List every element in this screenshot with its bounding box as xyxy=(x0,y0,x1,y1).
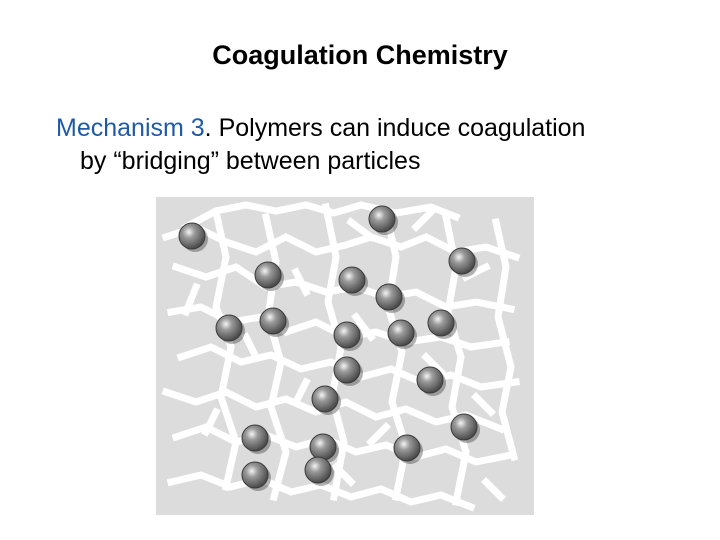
particle xyxy=(241,424,269,452)
body-line-1: Polymers can induce coagulation xyxy=(211,114,586,142)
polymer-bridging-figure xyxy=(156,197,534,515)
particle xyxy=(416,366,444,394)
mechanism-label: Mechanism 3 xyxy=(56,114,205,142)
particle xyxy=(368,205,396,233)
body-line-2: by “bridging” between particles xyxy=(80,147,421,175)
polymer-strand xyxy=(491,217,519,462)
particle xyxy=(450,413,478,441)
polymer-strand xyxy=(261,212,290,502)
particle xyxy=(338,266,366,294)
polymer-strand xyxy=(181,207,491,317)
particle xyxy=(304,456,332,484)
particle xyxy=(375,283,403,311)
polymer-strand xyxy=(241,312,446,407)
particle xyxy=(393,434,421,462)
polymer-strand xyxy=(211,207,240,492)
particle xyxy=(178,222,206,250)
polymer-bridging-diagram xyxy=(161,201,521,512)
mechanism-punct: . xyxy=(204,114,212,142)
particle xyxy=(333,321,361,349)
particle xyxy=(254,261,282,289)
particle xyxy=(333,356,361,384)
particle xyxy=(387,319,415,347)
particles xyxy=(178,205,480,491)
particle xyxy=(215,314,243,342)
polymer-strand xyxy=(201,392,506,502)
particle xyxy=(241,461,269,489)
slide-title: Coagulation Chemistry xyxy=(212,40,508,70)
particle xyxy=(309,433,337,461)
particle xyxy=(448,247,476,275)
polymer-strand xyxy=(181,201,461,232)
particle xyxy=(427,309,455,337)
body-text: Mechanism 3. Polymers can induce coagula… xyxy=(56,112,686,178)
particle xyxy=(259,307,287,335)
particle xyxy=(311,385,339,413)
polymer-strand xyxy=(166,471,476,512)
